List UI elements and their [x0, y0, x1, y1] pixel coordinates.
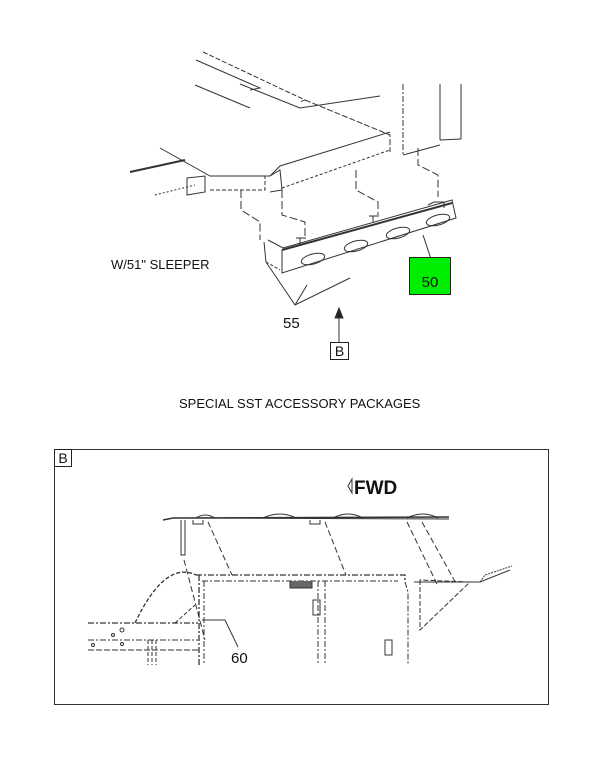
detail-view-b: B: [54, 449, 549, 705]
fwd-direction-label: FWD: [354, 478, 398, 499]
callout-55[interactable]: 55: [283, 315, 300, 332]
callout-60[interactable]: 60: [231, 650, 248, 667]
view-reference-b[interactable]: B: [330, 342, 349, 360]
caption: SPECIAL SST ACCESSORY PACKAGES: [179, 396, 421, 411]
variant-label: W/51" SLEEPER: [111, 257, 210, 272]
callout-50-text: 50: [421, 274, 439, 291]
detail-label-b: B: [54, 449, 72, 467]
callout-50-highlighted[interactable]: 50: [409, 257, 451, 295]
fwd-arrow-icon: [347, 477, 353, 495]
